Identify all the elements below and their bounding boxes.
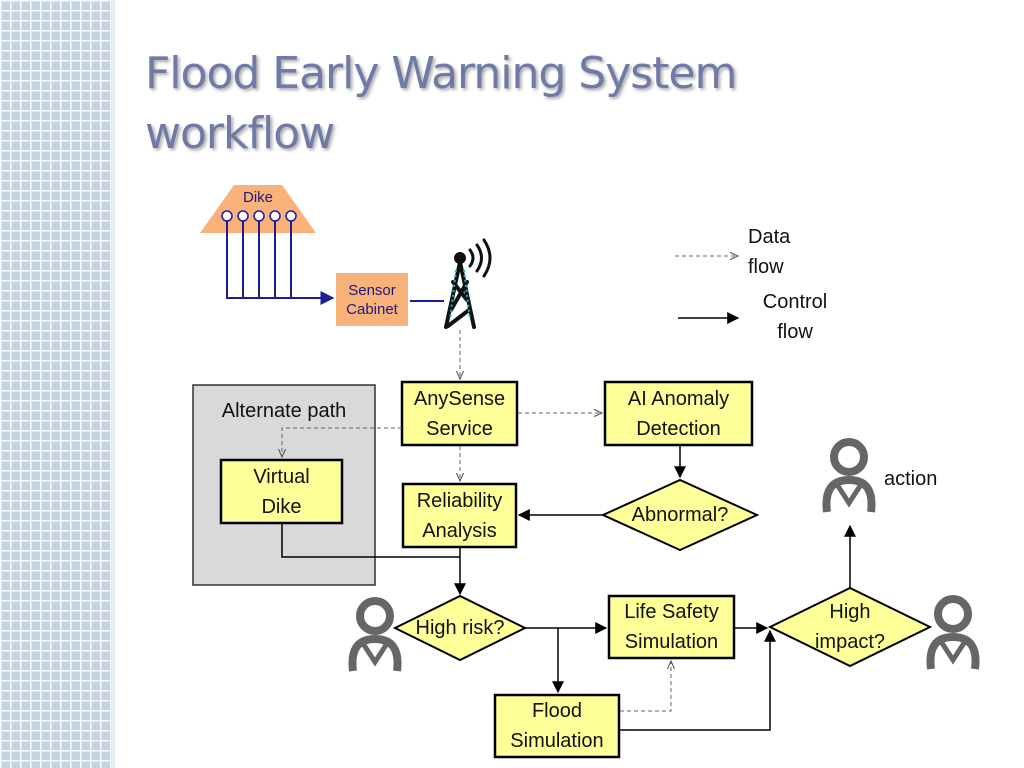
action-label: action — [884, 468, 938, 490]
flood-sim-label: Flood Simulation — [510, 700, 604, 752]
legend-control-flow-label: Control flow — [762, 291, 828, 343]
legend-data-flow-label: Data flow — [748, 226, 791, 278]
abnormal-label: Abnormal? — [631, 504, 729, 526]
life-safety-label: Life Safety Simulation — [624, 601, 719, 653]
virtual-dike-label: Virtual Dike — [253, 465, 310, 518]
person-icon — [822, 438, 876, 513]
sensor-cabinet-label: Sensor Cabinet — [346, 282, 398, 318]
virtual-dike-box — [219, 458, 344, 525]
sensor-cabinet-box — [336, 273, 408, 326]
life-safety-box — [607, 594, 736, 660]
anysense-label: AnySense Service — [413, 387, 506, 440]
ai-anomaly-label: AI Anomaly Detection — [627, 387, 730, 440]
sensor-wires — [226, 221, 335, 305]
alternate-path-label: Alternate path — [221, 400, 347, 422]
slide-title: Flood Early Warning System workflow — [145, 48, 737, 159]
high-risk-label: High risk? — [415, 617, 505, 639]
abnormal-diamond — [600, 478, 760, 552]
anysense-box — [400, 380, 519, 447]
high-impact-label: High impact? — [814, 601, 886, 653]
person-icon — [348, 597, 402, 672]
antenna-tower-icon — [444, 238, 492, 329]
data-flow-connectors — [282, 330, 671, 712]
reliability-label: Reliability Analysis — [416, 489, 503, 542]
control-flow-connectors — [281, 446, 856, 731]
side-pattern — [0, 0, 112, 768]
person-icon — [926, 595, 980, 670]
flood-sim-box — [493, 693, 621, 759]
reliability-box — [401, 482, 518, 549]
dike-label: Dike — [242, 189, 273, 206]
side-edge — [112, 0, 115, 768]
ai-anomaly-box — [603, 380, 754, 447]
tower-signal-dots — [449, 269, 471, 321]
high-impact-diamond — [767, 586, 933, 668]
